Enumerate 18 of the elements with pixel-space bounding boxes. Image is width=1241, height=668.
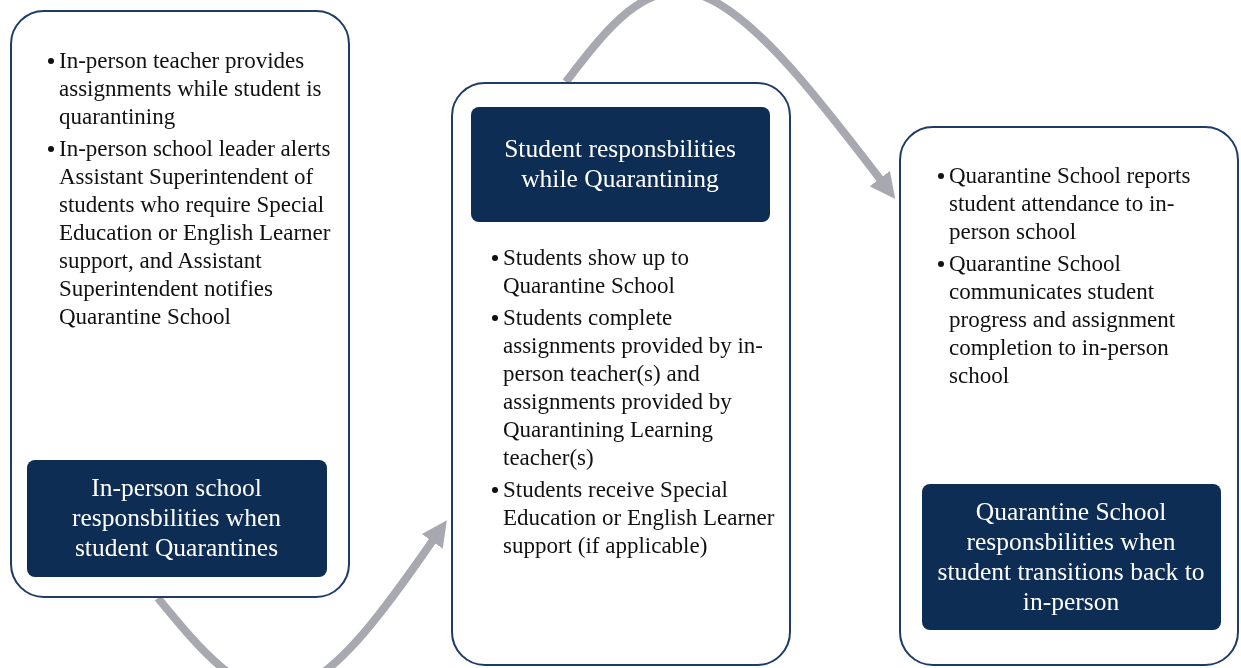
heading-text: Student responsbilities while Quarantining (503, 134, 737, 194)
curved-arrow (562, 0, 896, 199)
process-card (10, 10, 350, 598)
heading-box (470, 106, 770, 222)
curved-arrow (154, 520, 447, 668)
bullet-text: In-person school leader alerts Assistant Superintendent of students who require Special Education or English Learner support, and Assistant Superintendent notifies Quarantine School (59, 135, 332, 331)
bullet-text: Students receive Special Education or English Learner support (if applicable) (503, 476, 776, 560)
bullet-text: Quarantine School communicates student progress and assignment completion to in-person school (949, 250, 1177, 390)
bullet-text: Students complete assignments provided by in-person teacher(s) and assignments provided by Quarantining Learning teacher(s) (503, 304, 764, 472)
heading-box (26, 459, 327, 577)
heading-box (921, 483, 1221, 630)
heading-text: In-person school responsbilities when student Quarantines (71, 473, 282, 563)
bullet-text: Students show up to Quarantine School (503, 244, 690, 300)
process-card (899, 126, 1239, 666)
bullet-text: In-person teacher provides assignments while student is quarantining (59, 47, 323, 131)
heading-text: Quarantine School responsbilities when student transitions back to in-person (936, 496, 1206, 617)
process-card (451, 82, 791, 666)
bullet-text: Quarantine School reports student attendance to in-person school (949, 162, 1192, 246)
